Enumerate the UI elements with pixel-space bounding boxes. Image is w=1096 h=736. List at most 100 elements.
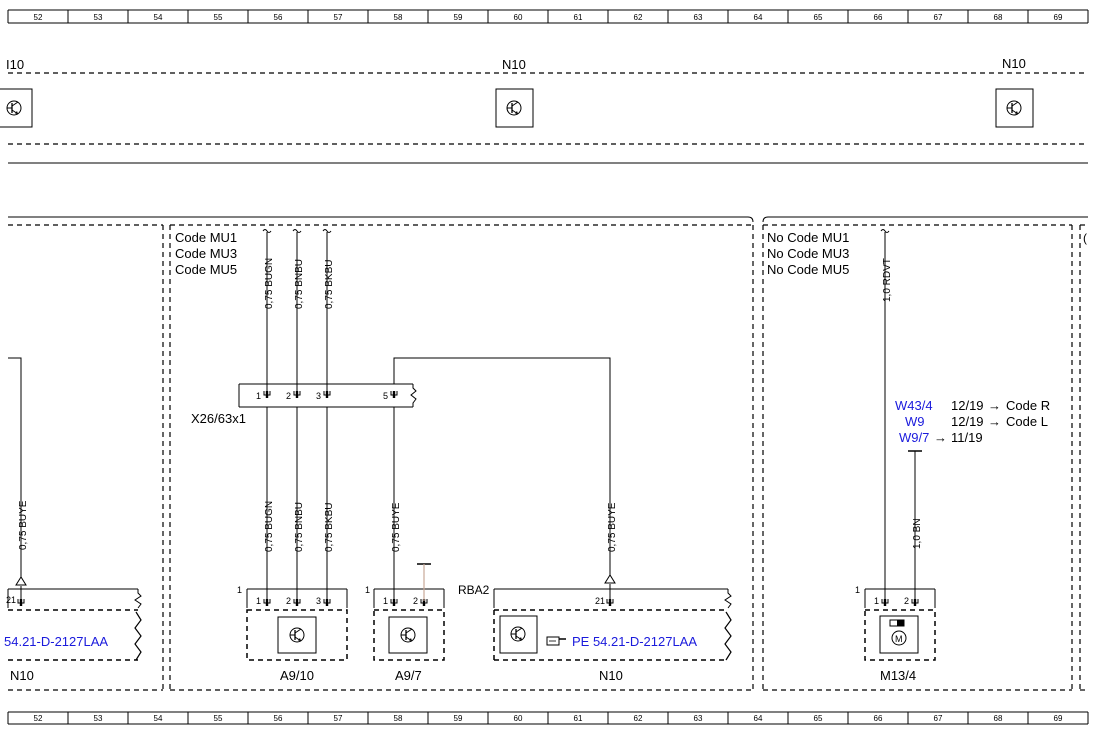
corner-pin: 1	[855, 585, 860, 595]
ruler-column-number: 64	[754, 714, 763, 723]
top-n10-partial-label: I10	[6, 57, 24, 72]
wire-label: 0,75 BNBU	[294, 502, 305, 552]
pin-label: 2	[413, 596, 418, 606]
wire-label: 0,75 BNBU	[294, 259, 305, 309]
top-mid-module	[495, 88, 534, 128]
ruler-column-number: 69	[1054, 714, 1063, 723]
ruler-column-number: 66	[874, 13, 883, 22]
mu-codes: Code MU1 Code MU3 Code MU5	[175, 230, 237, 277]
ref-text: 12/19	[951, 398, 984, 413]
rba2-label: RBA2	[458, 583, 490, 597]
ruler-column-number: 57	[334, 13, 343, 22]
wire-label: 1,0 RDVT	[882, 258, 893, 302]
top-right-module	[995, 88, 1034, 128]
component-a9-10: 1 1 2 3 A9/10	[237, 585, 348, 683]
pin-label: 3	[316, 596, 321, 606]
pin-label: 2	[904, 596, 909, 606]
corner-pin: 1	[365, 585, 370, 595]
ruler-column-number: 69	[1054, 13, 1063, 22]
ref-link[interactable]: W43/4	[895, 398, 933, 413]
component-label: M13/4	[880, 668, 916, 683]
pin-label: 1	[874, 596, 879, 606]
ruler-column-number: 59	[454, 13, 463, 22]
ruler-column-number: 58	[394, 13, 403, 22]
ruler-column-number: 65	[814, 13, 823, 22]
ruler-column-number: 67	[934, 714, 943, 723]
no-mu-wiring: 1,0 RDVT 1,0 BN W43/4 12/19 → Code R W9 …	[880, 229, 1050, 601]
connector-label: X26/63x1	[191, 411, 246, 426]
ref-target: Code L	[1006, 414, 1048, 429]
wire-label: 0,75 BUYE	[391, 502, 402, 552]
svg-text:→: →	[988, 398, 1001, 413]
section-frames: (	[8, 216, 1088, 691]
wire-label: 0,75 BUYE	[607, 502, 618, 552]
ruler-column-number: 62	[634, 13, 643, 22]
ruler-column-number: 56	[274, 714, 283, 723]
ruler-column-number: 54	[154, 13, 163, 22]
wire-label: 0,75 BUGN	[264, 258, 275, 309]
pin-label: 3	[316, 391, 321, 401]
code-label: No Code MU5	[767, 262, 849, 277]
n10-band: I10 N10 N10	[0, 56, 1088, 164]
ruler-column-number: 61	[574, 714, 583, 723]
ruler-column-number: 64	[754, 13, 763, 22]
no-mu-codes: No Code MU1 No Code MU3 No Code MU5	[767, 230, 849, 277]
ref-text: 11/19	[951, 430, 983, 445]
top-n10-label: N10	[1002, 56, 1026, 71]
ruler-column-number: 60	[514, 13, 523, 22]
ruler-column-number: 68	[994, 13, 1003, 22]
pin-label: 5	[383, 391, 388, 401]
ruler-column-number: 62	[634, 714, 643, 723]
code-label: No Code MU1	[767, 230, 849, 245]
ruler-column-number: 67	[934, 13, 943, 22]
wire-label: 0,75 BKBU	[324, 503, 335, 552]
pin-label: 2	[286, 596, 291, 606]
ruler-column-number: 55	[214, 13, 223, 22]
ref-text: 12/19	[951, 414, 984, 429]
code-label: Code MU1	[175, 230, 237, 245]
svg-text:→: →	[988, 414, 1001, 429]
wire-label: 0,75 BKBU	[324, 260, 335, 309]
pin-label: 1	[383, 596, 388, 606]
ruler-column-number: 54	[154, 714, 163, 723]
component-label: N10	[10, 668, 34, 683]
ref-link[interactable]: 54.21-D-2127LAA	[4, 634, 108, 649]
ruler-column-number: 59	[454, 714, 463, 723]
cross-references: W43/4 12/19 → Code R W9 12/19 → Code L W…	[895, 398, 1050, 445]
component-n10: RBA2 21 PE 54.21-D-2127LAA N10	[458, 574, 732, 683]
mu-wiring: 0,75 BUGN 0,75 BNBU 0,75 BKBU 1 2 3 5 X2…	[191, 229, 618, 601]
wire-label: 1,0 BN	[912, 518, 923, 549]
ruler-column-number: 53	[94, 714, 103, 723]
top-n10-label: N10	[502, 57, 526, 72]
component-label: A9/10	[280, 668, 314, 683]
code-label: Code MU3	[175, 246, 237, 261]
svg-text:(: (	[1083, 231, 1087, 245]
ruler-column-number: 57	[334, 714, 343, 723]
ruler-column-number: 61	[574, 13, 583, 22]
ref-link[interactable]: PE 54.21-D-2127LAA	[572, 634, 697, 649]
wire-label: 0,75 BUGN	[264, 501, 275, 552]
component-m13-4: 1 1 2 M M13/4	[855, 585, 936, 683]
pin-label: 21	[6, 595, 16, 605]
top-left-module	[0, 88, 33, 128]
ref-link[interactable]: W9	[905, 414, 925, 429]
ruler-column-number: 66	[874, 714, 883, 723]
pointing-hand-icon	[546, 636, 566, 646]
ref-link[interactable]: W9/7	[899, 430, 929, 445]
ground-icon	[15, 576, 27, 586]
ref-target: Code R	[1006, 398, 1050, 413]
pin-label: 1	[256, 596, 261, 606]
wire-label: 0,75 BUYE	[18, 500, 29, 550]
ruler-column-number: 56	[274, 13, 283, 22]
ruler-column-number: 52	[34, 13, 43, 22]
ruler-column-number: 55	[214, 714, 223, 723]
left-section: 0,75 BUYE 21 54.21-D-2127LAA N10	[4, 357, 142, 683]
corner-pin: 1	[237, 585, 242, 595]
component-label: A9/7	[395, 668, 422, 683]
component-a9-7: 1 1 2 A9/7	[365, 563, 445, 683]
ruler-column-number: 58	[394, 714, 403, 723]
ruler-column-number: 52	[34, 714, 43, 723]
